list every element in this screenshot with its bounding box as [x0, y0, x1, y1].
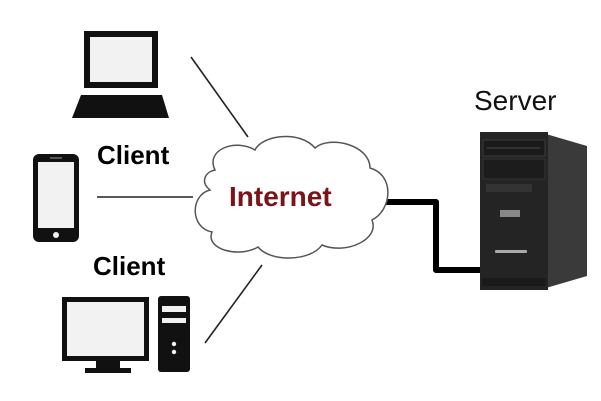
internet-to-server-cable — [384, 199, 482, 273]
client-top-label: Client — [97, 140, 170, 170]
server-label: Server — [474, 85, 556, 116]
desktop-computer-icon — [62, 296, 190, 373]
server-badge — [500, 210, 520, 217]
laptop-icon — [72, 31, 169, 118]
server-tower-icon — [480, 132, 587, 290]
smartphone-icon — [33, 154, 79, 242]
client-bottom-label: Client — [93, 251, 166, 281]
cloud-icon — [194, 135, 389, 259]
internet-label: Internet — [229, 181, 332, 212]
laptop-to-internet-line — [190, 56, 249, 138]
desktop-to-internet-line — [204, 264, 263, 344]
